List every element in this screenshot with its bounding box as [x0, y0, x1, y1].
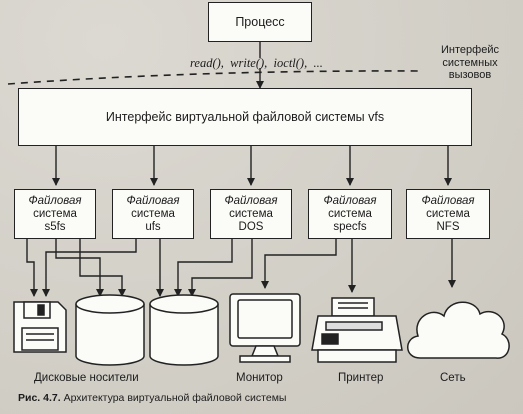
- disk-drive-icon: [75, 294, 145, 366]
- specfs-to-monitor: [261, 239, 337, 289]
- figure-title: Архитектура виртуальной файловой системы: [63, 392, 287, 404]
- monitor-label: Монитор: [236, 372, 283, 384]
- vfs-box: Интерфейс виртуальной файловой системы v…: [18, 88, 472, 146]
- network-label: Сеть: [440, 372, 466, 384]
- dos-to-disk3b: [188, 239, 253, 297]
- s5fs-to-disk1: [55, 239, 104, 297]
- syscall-interface-label: Интерфейс системных вызовов: [441, 44, 499, 81]
- ufs-to-floppy: [42, 239, 137, 297]
- printer-icon: [311, 297, 403, 363]
- syscall-boundary-line: [7, 70, 421, 85]
- floppy-disk-icon: [13, 301, 67, 353]
- disk-drive-icon: [149, 294, 219, 366]
- network-cloud-icon: [407, 301, 510, 359]
- s5fs-to-disk2: [79, 239, 126, 297]
- figure-number: Рис. 4.7.: [18, 392, 61, 404]
- figure-caption: Рис. 4.7. Архитектура виртуальной файлов…: [18, 392, 286, 404]
- process-label: Процесс: [235, 15, 285, 29]
- dos-to-disk3a: [174, 239, 233, 297]
- monitor-icon: [229, 293, 301, 363]
- fs-box-nfs: Файловая система NFS: [406, 189, 490, 239]
- fs-box-s5fs: Файловая система s5fs: [14, 189, 96, 239]
- printer-label: Принтер: [338, 372, 384, 384]
- fs-box-ufs: Файловая система ufs: [112, 189, 194, 239]
- system-calls-text: read(), write(), ioctl(), ...: [190, 56, 323, 70]
- fs-box-dos: Файловая система DOS: [210, 189, 292, 239]
- s5fs-to-floppy: [26, 239, 38, 297]
- vfs-label: Интерфейс виртуальной файловой системы v…: [105, 110, 385, 124]
- disks-label: Дисковые носители: [34, 372, 139, 384]
- fs-box-specfs: Файловая система specfs: [308, 189, 392, 239]
- process-box: Процесс: [208, 2, 312, 42]
